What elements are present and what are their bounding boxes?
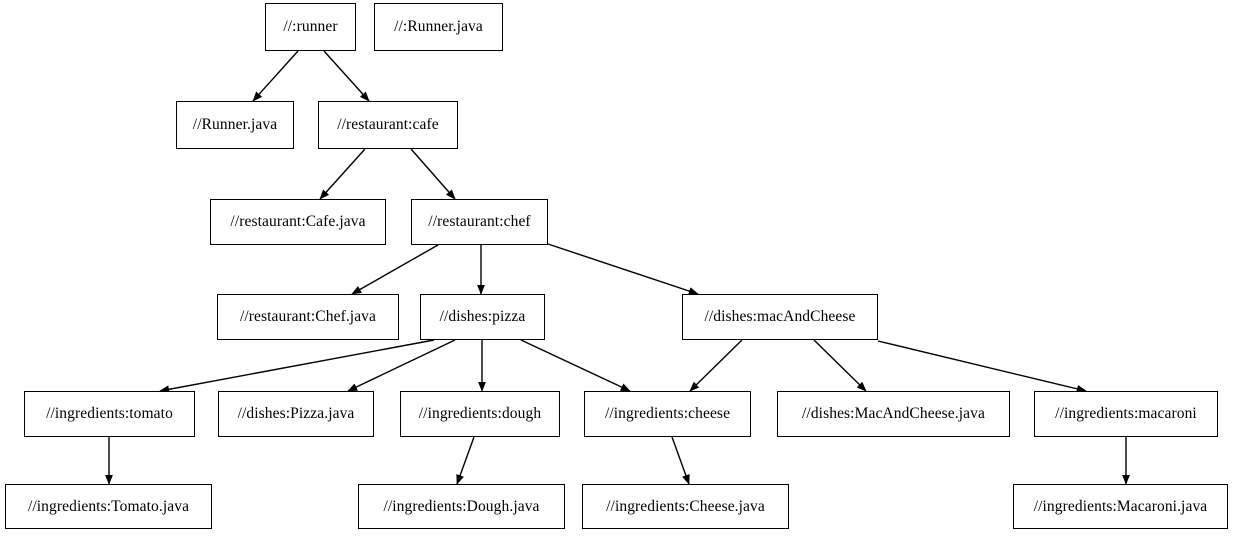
graph-edge-dishes_macandcheese-to-dishes_macandcheese_java: [813, 339, 867, 392]
graph-node-label: //ingredients:Tomato.java: [27, 497, 190, 515]
graph-node-label: //restaurant:Cafe.java: [230, 213, 366, 231]
graph-node-label: //:runner: [283, 18, 338, 36]
graph-node-dishes_macandcheese[interactable]: //dishes:macAndCheese: [682, 294, 878, 340]
graph-node-dishes_pizza[interactable]: //dishes:pizza: [420, 294, 545, 340]
graph-node-label: //ingredients:dough: [418, 405, 542, 423]
graph-edge-runner-to-runner_java: [252, 50, 299, 102]
graph-node-restaurant_cafe_java[interactable]: //restaurant:Cafe.java: [210, 199, 386, 245]
graph-node-label: //ingredients:Macaroni.java: [1033, 497, 1208, 515]
graph-edge-restaurant_chef-to-dishes_macandcheese: [547, 243, 699, 295]
graph-node-dishes_macandcheese_java[interactable]: //dishes:MacAndCheese.java: [777, 391, 1010, 437]
graph-edge-ing_cheese-to-ing_cheese_java: [671, 436, 690, 485]
graph-node-ing_tomato[interactable]: //ingredients:tomato: [24, 391, 195, 437]
graph-edge-dishes_pizza-to-ing_tomato: [159, 339, 435, 394]
graph-node-ing_macaroni[interactable]: //ingredients:macaroni: [1034, 391, 1218, 437]
graph-node-label: //ingredients:macaroni: [1055, 405, 1197, 423]
graph-node-label: //Runner.java: [192, 116, 278, 134]
graph-node-label: //ingredients:Dough.java: [383, 497, 540, 515]
graph-node-ing_cheese[interactable]: //ingredients:cheese: [584, 391, 751, 437]
graph-edge-restaurant_cafe-to-restaurant_cafe_java: [319, 148, 366, 200]
graph-edge-dishes_macandcheese-to-ing_macaroni: [877, 340, 1087, 393]
graph-node-label: //restaurant:cafe: [337, 116, 439, 134]
graph-edge-runner-to-restaurant_cafe: [323, 50, 370, 102]
graph-node-restaurant_chef_java[interactable]: //restaurant:Chef.java: [217, 294, 399, 340]
graph-edge-restaurant_chef-to-restaurant_chef_java: [351, 244, 439, 295]
graph-node-ing_dough_java[interactable]: //ingredients:Dough.java: [358, 484, 565, 529]
graph-node-label: //ingredients:tomato: [46, 405, 173, 423]
graph-node-ing_cheese_java[interactable]: //ingredients:Cheese.java: [582, 484, 789, 529]
graph-node-ing_dough[interactable]: //ingredients:dough: [400, 391, 560, 437]
graph-node-label: //dishes:MacAndCheese.java: [802, 405, 985, 423]
graph-node-label: //dishes:Pizza.java: [237, 405, 355, 423]
graph-node-runner_java[interactable]: //Runner.java: [176, 101, 294, 149]
graph-node-label: //dishes:macAndCheese: [704, 308, 856, 326]
graph-edge-dishes_pizza-to-dishes_pizza_java: [347, 339, 456, 392]
graph-node-label: //restaurant:chef: [428, 213, 531, 231]
graph-node-runner[interactable]: //:runner: [265, 3, 356, 51]
graph-node-label: //ingredients:cheese: [604, 405, 731, 423]
graph-edge-ing_dough-to-ing_dough_java: [456, 436, 475, 485]
graph-node-ing_tomato_java[interactable]: //ingredients:Tomato.java: [5, 484, 212, 529]
graph-edge-restaurant_cafe-to-restaurant_chef: [410, 148, 456, 200]
graph-edge-dishes_macandcheese-to-ing_cheese: [689, 339, 743, 392]
graph-node-dishes_pizza_java[interactable]: //dishes:Pizza.java: [218, 391, 374, 437]
graph-node-restaurant_chef[interactable]: //restaurant:chef: [411, 199, 548, 245]
graph-node-label: //:Runner.java: [394, 18, 483, 36]
graph-node-label: //restaurant:Chef.java: [239, 308, 377, 326]
graph-edge-dishes_pizza-to-ing_cheese: [520, 339, 631, 392]
graph-node-ing_macaroni_java[interactable]: //ingredients:Macaroni.java: [1013, 484, 1228, 529]
graph-node-label: //ingredients:Cheese.java: [606, 497, 765, 515]
graph-node-restaurant_cafe[interactable]: //restaurant:cafe: [318, 101, 458, 149]
graph-node-runner_java_root[interactable]: //:Runner.java: [374, 3, 503, 51]
graph-node-label: //dishes:pizza: [439, 308, 526, 326]
